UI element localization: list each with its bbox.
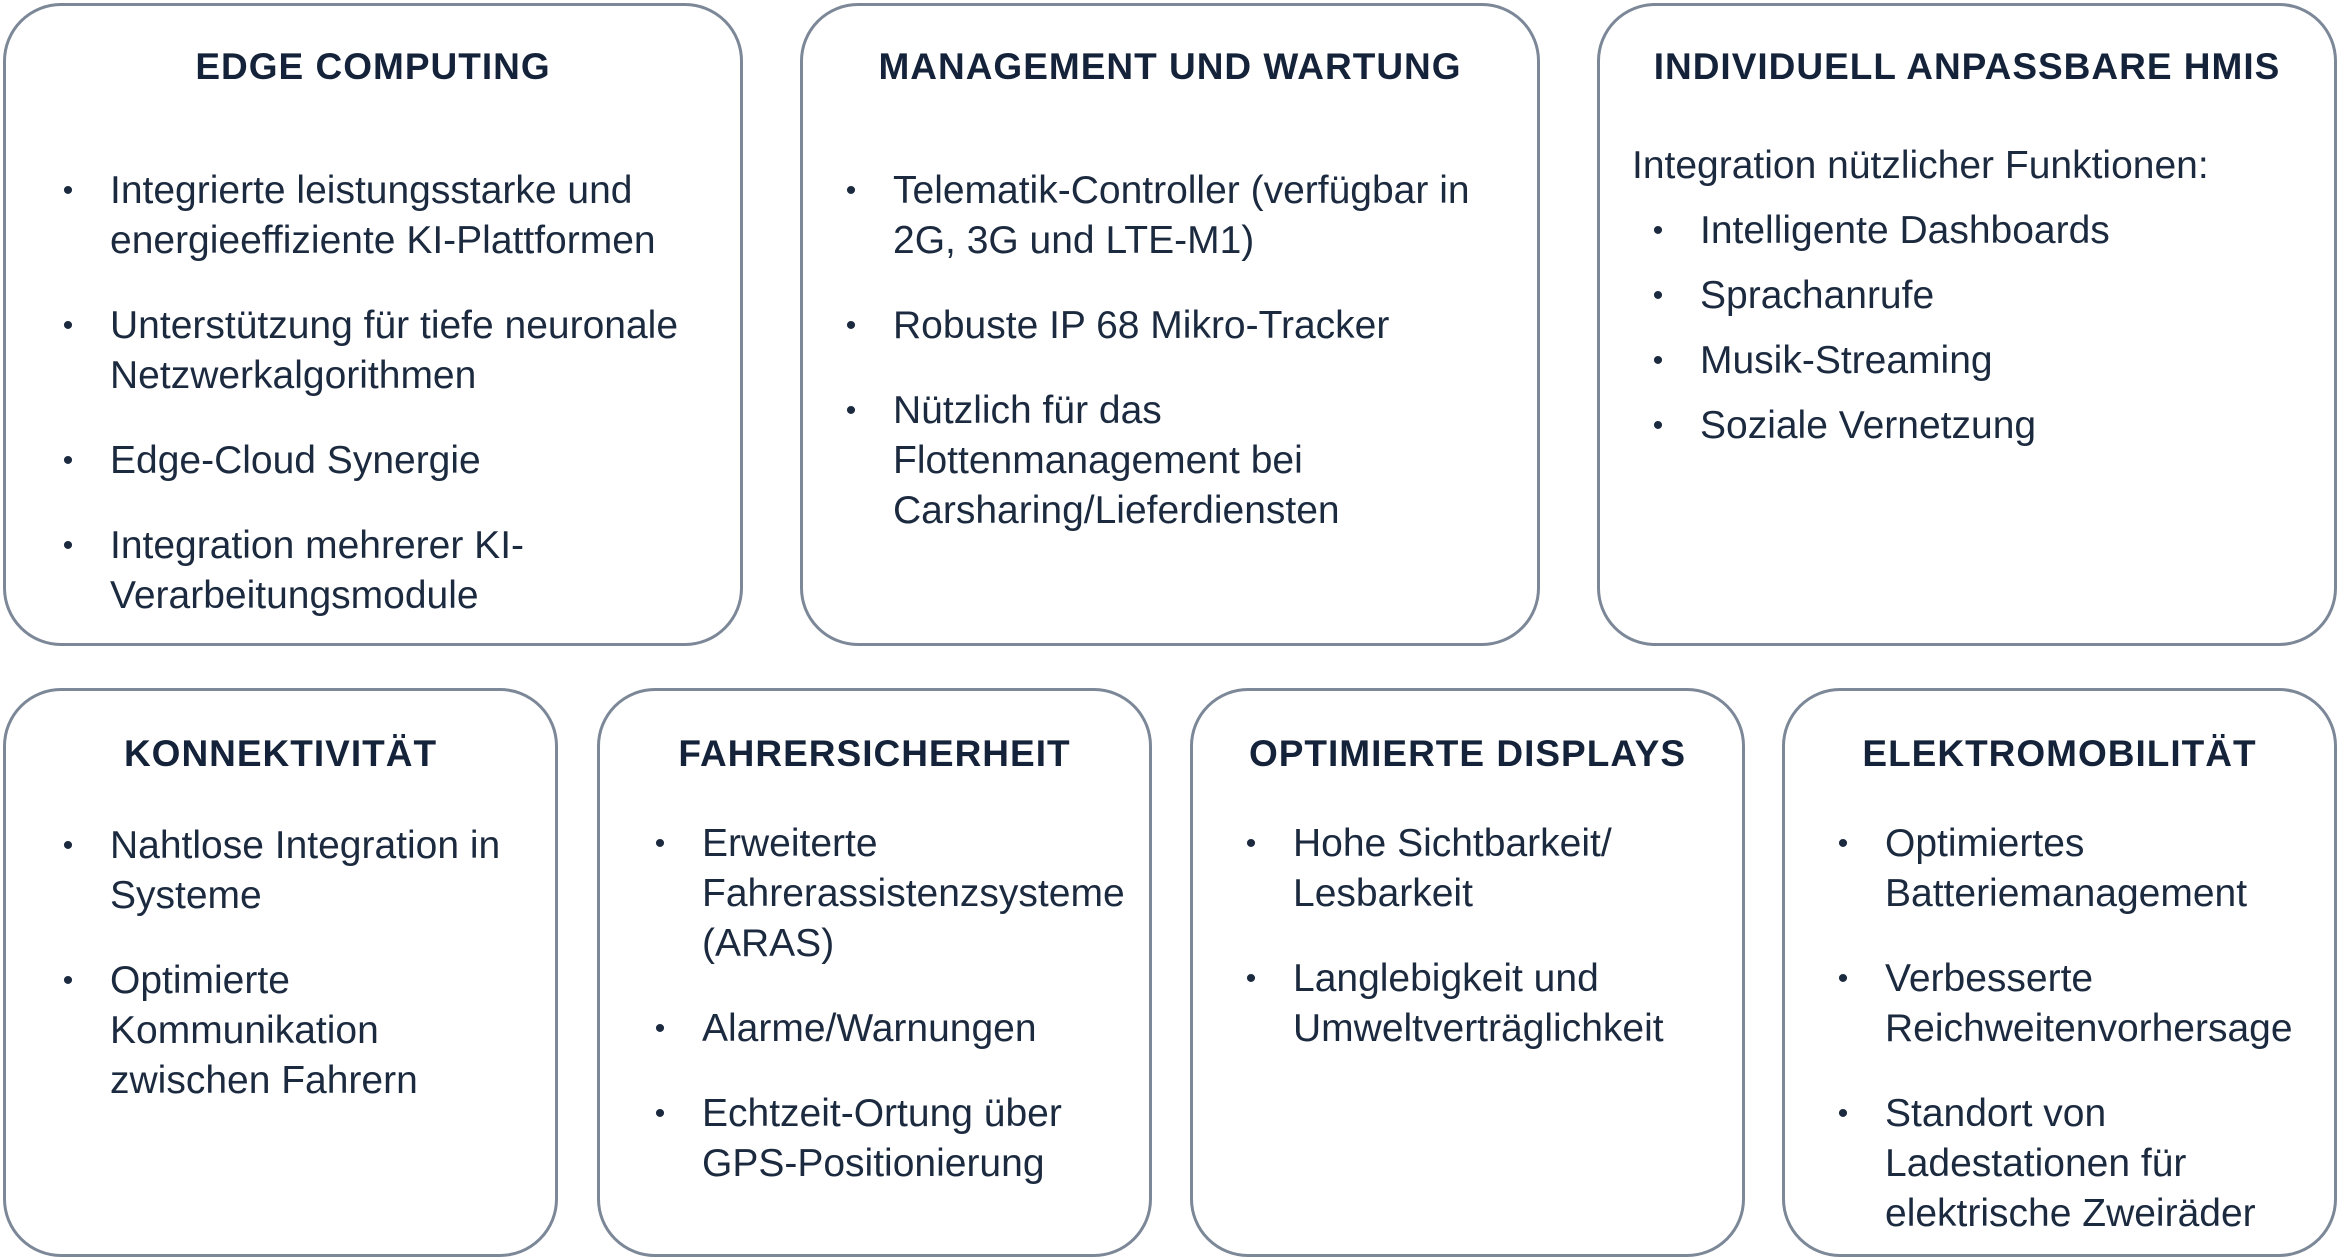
list-item: • Edge-Cloud Synergie: [58, 436, 708, 486]
list-item: • Sprachanrufe: [1648, 271, 2288, 321]
list-item: • Integrierte leistungsstarke und energie…: [58, 166, 708, 266]
list-item: • Alarme/Warnungen: [650, 1004, 1130, 1054]
list-item-text: Soziale Vernetzung: [1700, 404, 2037, 447]
list-item: • Optimiertes Batteriemanagement: [1833, 819, 2313, 919]
list-item: • Standort von Ladestationen für elektris…: [1833, 1089, 2313, 1239]
list-item: • Erweiterte Fahrerassistenzsysteme (ARAS…: [650, 819, 1130, 969]
card-title: ELEKTROMOBILITÄT: [1862, 733, 2257, 774]
bullet-icon: •: [62, 309, 74, 342]
list-item: • Nützlich für das Flottenmanagement bei …: [841, 386, 1501, 536]
card-title: INDIVIDUELL ANPASSBARE HMIS: [1653, 46, 2281, 87]
bullet-icon: •: [654, 1097, 666, 1130]
list-item-text: Hohe Sichtbarkeit/ Lesbarkeit: [1293, 822, 1612, 915]
list-item-text: Sprachanrufe: [1700, 274, 1935, 317]
list-item: • Integration mehrerer KI-Verarbeitungsmo…: [58, 521, 708, 621]
list-item: • Optimierte Kommunikation zwischen Fahre…: [58, 956, 528, 1106]
list-item-text: Optimierte Kommunikation zwischen Fahrer…: [110, 959, 418, 1102]
feature-list: • Telematik-Controller (verfügbar in 2G, …: [841, 166, 1501, 536]
list-item: • Langlebigkeit und Umweltverträglichkeit: [1241, 954, 1721, 1054]
list-item-text: Unterstützung für tiefe neuronale Netzwe…: [110, 304, 679, 397]
list-item: • Robuste IP 68 Mikro-Tracker: [841, 301, 1501, 351]
bullet-icon: •: [1652, 214, 1664, 247]
feature-list: • Optimiertes Batteriemanagement • Verbess…: [1833, 819, 2313, 1239]
card-fahrersicherheit: FAHRERSICHERHEIT • Erweiterte Fahrerassis…: [597, 688, 1152, 1257]
bullet-icon: •: [1652, 279, 1664, 312]
card-optimierte-displays: OPTIMIERTE DISPLAYS • Hohe Sichtbarkeit/ …: [1190, 688, 1745, 1257]
list-item-text: Verbesserte Reichweitenvorhersage: [1885, 957, 2293, 1050]
list-item-text: Intelligente Dashboards: [1700, 209, 2110, 252]
bullet-icon: •: [1652, 344, 1664, 377]
card-konnektivitaet: KONNEKTIVITÄT • Nahtlose Integration in S…: [3, 688, 558, 1257]
list-item: • Verbesserte Reichweitenvorhersage: [1833, 954, 2313, 1054]
feature-list: • Intelligente Dashboards • Sprachanrufe •…: [1648, 206, 2288, 451]
bullet-icon: •: [1837, 1097, 1849, 1130]
list-item-text: Standort von Ladestationen für elektrisc…: [1885, 1092, 2256, 1235]
card-title: EDGE COMPUTING: [195, 46, 551, 87]
list-item-text: Nützlich für das Flottenmanagement bei C…: [893, 389, 1340, 532]
list-item-text: Erweiterte Fahrerassistenzsysteme (ARAS): [702, 822, 1125, 965]
list-item-text: Nahtlose Integration in Systeme: [110, 824, 501, 917]
list-item-text: Musik-Streaming: [1700, 339, 1993, 382]
list-item-text: Telematik-Controller (verfügbar in 2G, 3…: [893, 169, 1470, 262]
bullet-icon: •: [62, 444, 74, 477]
card-individuell-anpassbare-hmis: INDIVIDUELL ANPASSBARE HMIS Integration …: [1597, 3, 2337, 646]
bullet-icon: •: [845, 309, 857, 342]
card-management-und-wartung: MANAGEMENT UND WARTUNG • Telematik-Contro…: [800, 3, 1540, 646]
list-item: • Echtzeit-Ortung über GPS-Positionierung: [650, 1089, 1130, 1189]
card-title: MANAGEMENT UND WARTUNG: [878, 46, 1462, 87]
list-item-text: Alarme/Warnungen: [702, 1007, 1037, 1050]
list-item-text: Edge-Cloud Synergie: [110, 439, 481, 482]
card-edge-computing: EDGE COMPUTING • Integrierte leistungssta…: [3, 3, 743, 646]
list-item: • Telematik-Controller (verfügbar in 2G, …: [841, 166, 1501, 266]
card-title: KONNEKTIVITÄT: [123, 733, 438, 774]
list-item-text: Robuste IP 68 Mikro-Tracker: [893, 304, 1390, 347]
feature-list: • Nahtlose Integration in Systeme • Optimi…: [58, 821, 528, 1106]
bullet-icon: •: [1652, 409, 1664, 442]
list-item: • Nahtlose Integration in Systeme: [58, 821, 528, 921]
bullet-icon: •: [654, 827, 666, 860]
list-item-text: Langlebigkeit und Umweltverträglichkeit: [1293, 957, 1664, 1050]
list-item: • Intelligente Dashboards: [1648, 206, 2288, 256]
feature-list: • Erweiterte Fahrerassistenzsysteme (ARAS…: [650, 819, 1130, 1189]
list-item: • Soziale Vernetzung: [1648, 401, 2288, 451]
list-item-text: Optimiertes Batteriemanagement: [1885, 822, 2248, 915]
bullet-icon: •: [62, 529, 74, 562]
feature-list: • Integrierte leistungsstarke und energie…: [58, 166, 708, 621]
bullet-icon: •: [845, 394, 857, 427]
bullet-icon: •: [62, 964, 74, 997]
card-title: OPTIMIERTE DISPLAYS: [1248, 733, 1687, 774]
list-item-text: Echtzeit-Ortung über GPS-Positionierung: [702, 1092, 1062, 1185]
list-item: • Hohe Sichtbarkeit/ Lesbarkeit: [1241, 819, 1721, 919]
bullet-icon: •: [845, 174, 857, 207]
feature-list: • Hohe Sichtbarkeit/ Lesbarkeit • Langlebi…: [1241, 819, 1721, 1054]
list-item-text: Integrierte leistungsstarke und energiee…: [110, 169, 656, 262]
card-intro-text: Integration nützlicher Funktionen:: [1632, 144, 2209, 187]
bullet-icon: •: [1837, 827, 1849, 860]
bullet-icon: •: [62, 174, 74, 207]
bullet-icon: •: [1245, 827, 1257, 860]
card-title: FAHRERSICHERHEIT: [678, 733, 1071, 774]
bullet-icon: •: [654, 1012, 666, 1045]
bullet-icon: •: [1245, 962, 1257, 995]
list-item-text: Integration mehrerer KI-Verarbeitungsmod…: [110, 524, 525, 617]
list-item: • Unterstützung für tiefe neuronale Netzw…: [58, 301, 708, 401]
bullet-icon: •: [1837, 962, 1849, 995]
bullet-icon: •: [62, 829, 74, 862]
list-item: • Musik-Streaming: [1648, 336, 2288, 386]
card-elektromobilitaet: ELEKTROMOBILITÄT • Optimiertes Batteriema…: [1782, 688, 2337, 1257]
